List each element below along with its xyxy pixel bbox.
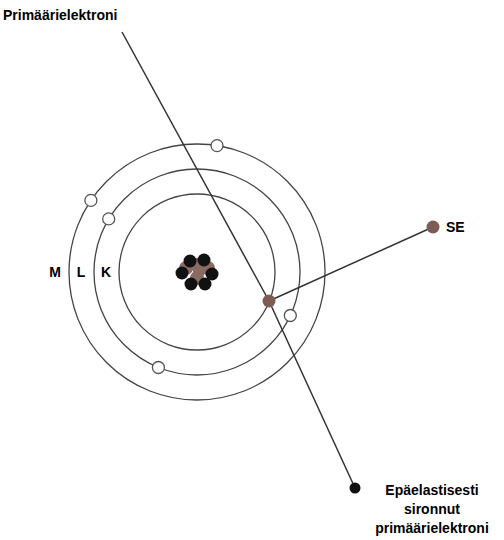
m-shell bbox=[69, 144, 325, 400]
nucleus bbox=[176, 254, 219, 291]
shell-label: M bbox=[49, 263, 61, 282]
beam-label: Primäärielektroni bbox=[3, 6, 117, 25]
scattered-electron bbox=[350, 483, 361, 494]
secondary-electron bbox=[427, 221, 440, 234]
ejected-electron bbox=[263, 295, 276, 308]
electron-paths bbox=[122, 32, 433, 488]
shell-label: L bbox=[77, 263, 86, 282]
electron-label: SE bbox=[446, 218, 465, 237]
electron-label: Epäelastisesti sironnut primäärielektron… bbox=[362, 481, 502, 538]
shell-label: K bbox=[101, 263, 111, 282]
l-shell bbox=[94, 169, 300, 375]
electrons bbox=[85, 140, 296, 374]
k-shell bbox=[119, 194, 275, 350]
